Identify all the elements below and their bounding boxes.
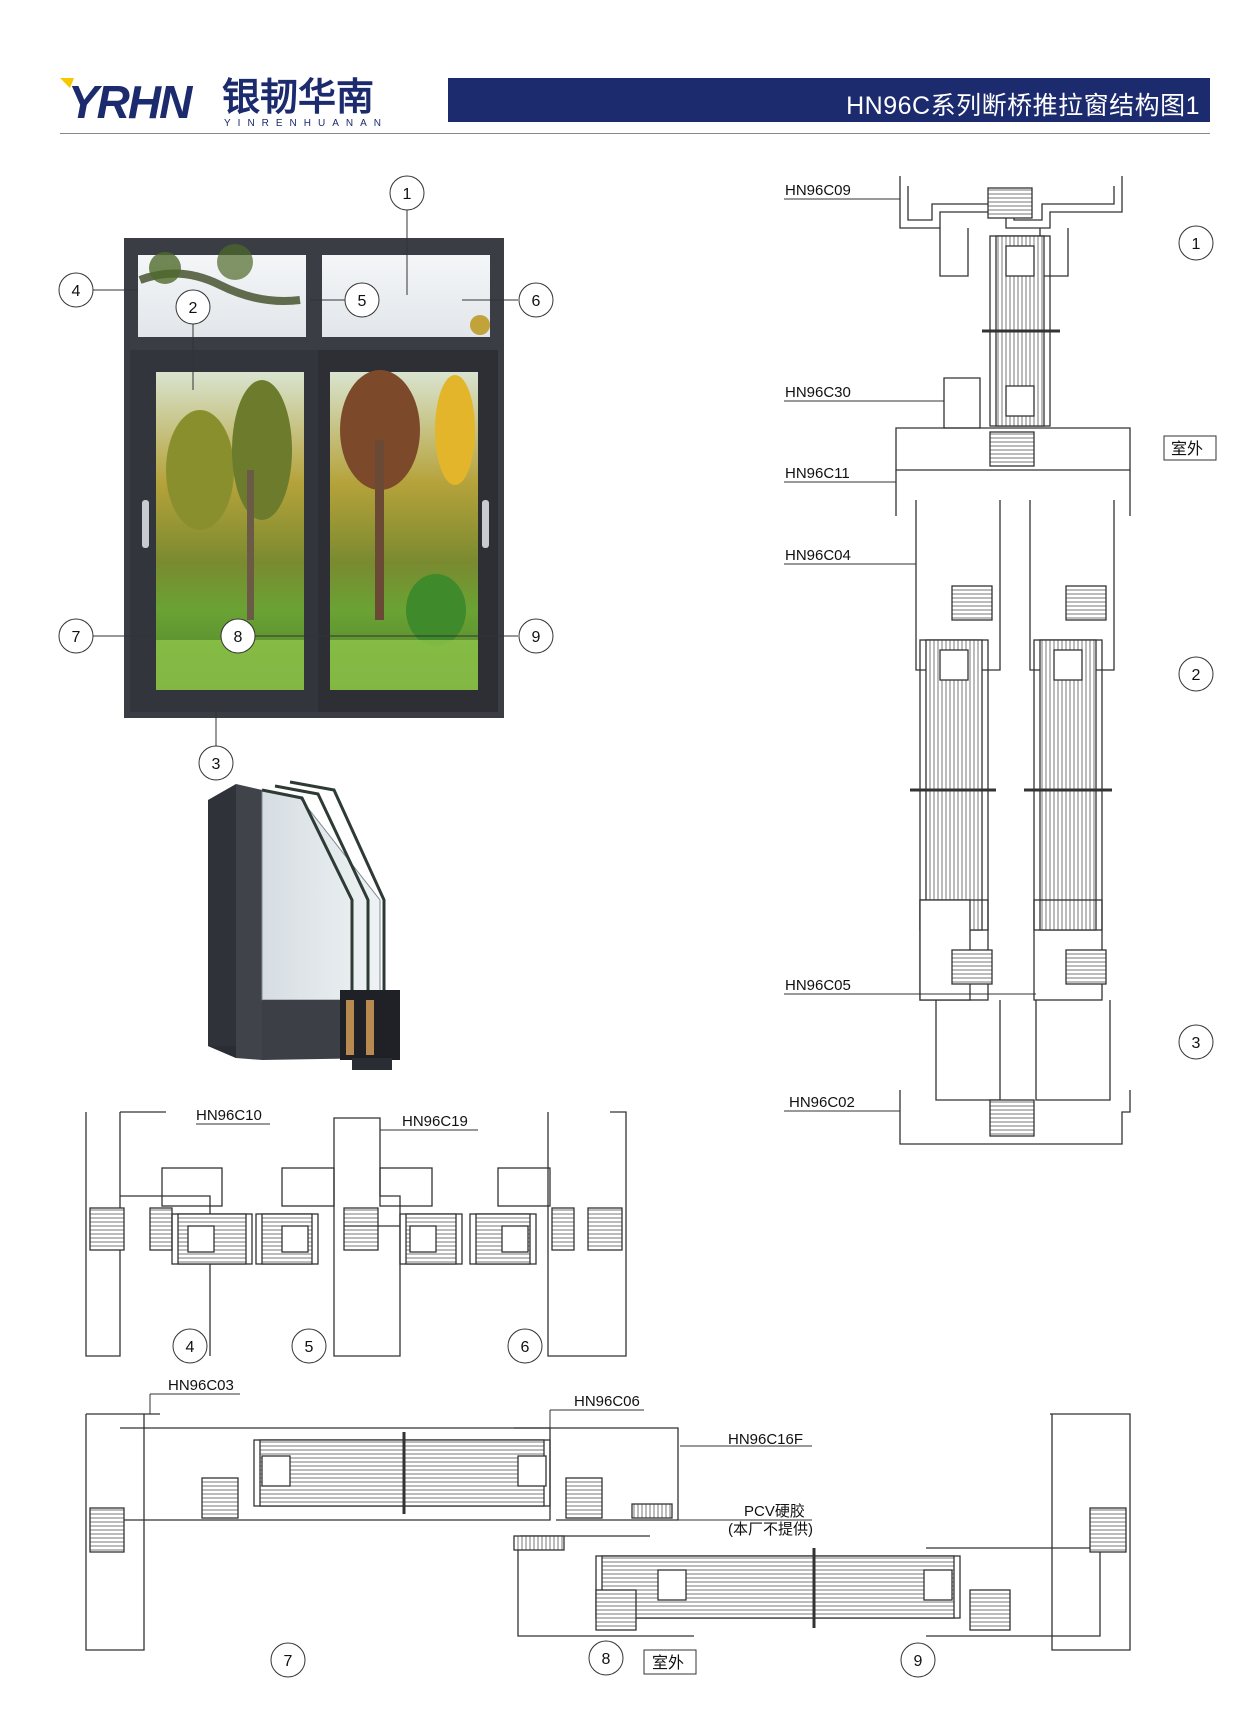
header-divider [60, 133, 1210, 134]
transom-marker-5: 5 [305, 1339, 314, 1356]
logo-name-cn: 银韧华南 [222, 77, 374, 119]
label-hn96c19: HN96C19 [402, 1113, 468, 1130]
label-hn96c10: HN96C10 [196, 1107, 262, 1124]
company-logo: YRHN 银韧华南 YINRENHUANAN [60, 74, 438, 129]
horizontal-section-transom [85, 1111, 627, 1357]
window-callout-1: 1 [403, 186, 412, 203]
window-callout-5: 5 [358, 293, 367, 310]
logo-name-pinyin: YINRENHUANAN [224, 118, 388, 128]
outside-label-horizontal: 室外 [652, 1654, 684, 1672]
label-pvc: PCV硬胶 [744, 1503, 805, 1520]
label-hn96c04: HN96C04 [785, 547, 851, 564]
title-bar: HN96C系列断桥推拉窗结构图1 [448, 78, 1210, 122]
window-callout-3: 3 [212, 756, 221, 773]
window-callout-8: 8 [234, 629, 243, 646]
logo-mark: YRHN [68, 76, 193, 128]
window-callout-6: 6 [532, 293, 541, 310]
vertical-section-labels: HN96C09 HN96C30 HN96C11 HN96C04 HN96C05 … [784, 182, 1217, 1112]
vertical-section [895, 176, 1131, 1145]
profile-3d-corner [208, 780, 400, 1070]
sash-marker-9: 9 [914, 1653, 923, 1670]
window-callout-7: 7 [72, 629, 81, 646]
page-title: HN96C系列断桥推拉窗结构图1 [846, 92, 1200, 120]
transom-section-labels: HN96C10 HN96C19 [196, 1107, 478, 1131]
vertical-marker-1: 1 [1192, 236, 1201, 253]
label-hn96c03: HN96C03 [168, 1377, 234, 1394]
window-callout-4: 4 [72, 283, 81, 300]
window-callout-9: 9 [532, 629, 541, 646]
horizontal-section-sash [85, 1413, 1131, 1651]
label-hn96c05: HN96C05 [785, 977, 851, 994]
vertical-marker-2: 2 [1192, 667, 1201, 684]
label-hn96c30: HN96C30 [785, 384, 851, 401]
label-hn96c06: HN96C06 [574, 1393, 640, 1410]
label-hn96c11: HN96C11 [785, 465, 850, 482]
vertical-marker-3: 3 [1192, 1035, 1201, 1052]
transom-marker-6: 6 [521, 1339, 530, 1356]
window-callout-2: 2 [189, 300, 198, 317]
window-elevation: 1 2 3 4 5 6 7 8 9 [58, 175, 554, 781]
label-pvc-note: (本厂不提供) [728, 1521, 813, 1538]
label-hn96c09: HN96C09 [785, 182, 851, 199]
label-hn96c16f: HN96C16F [728, 1431, 803, 1448]
sash-section-labels: HN96C03 HN96C06 HN96C16F PCV硬胶 (本厂不提供) 室… [149, 1377, 813, 1675]
sash-marker-8: 8 [602, 1651, 611, 1668]
transom-marker-4: 4 [186, 1339, 195, 1356]
outside-label-vertical: 室外 [1171, 440, 1203, 458]
label-hn96c02: HN96C02 [789, 1094, 855, 1111]
sash-marker-7: 7 [284, 1653, 293, 1670]
